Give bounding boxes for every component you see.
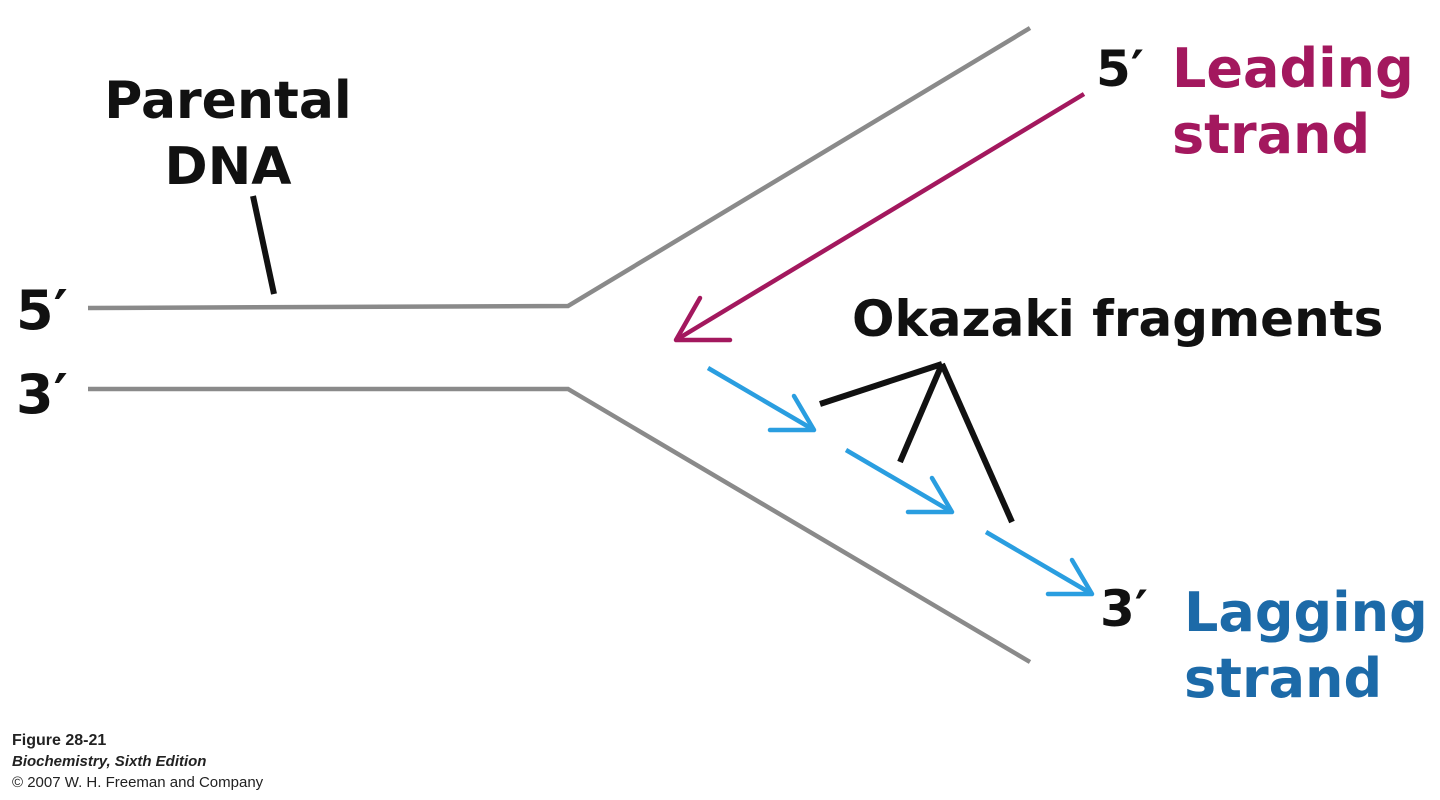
parental-strand-bottom (88, 386, 1032, 664)
leading-label-line2: strand (1172, 103, 1371, 166)
leading-strand-arrow (673, 92, 1086, 343)
left-five-prime-label: 5′ (16, 279, 68, 342)
caption-figure-number: Figure 28-21 (12, 732, 107, 749)
okazaki-fragments-label: Okazaki fragments (852, 290, 1384, 348)
lagging-label-line1: Lagging (1184, 581, 1428, 644)
caption-book-title: Biochemistry, Sixth Edition (12, 753, 207, 770)
parental-dna-label: Parental DNA (100, 68, 356, 200)
parental-label-line1: Parental (104, 71, 352, 131)
parental-pointer-line (250, 195, 277, 295)
figure-caption: Figure 28-21 Biochemistry, Sixth Edition… (12, 730, 263, 793)
left-three-prime-label: 3′ (16, 363, 68, 426)
okazaki-pointer-lines (819, 361, 1015, 524)
lagging-three-prime-label: 3′ (1100, 580, 1148, 638)
parental-label-line2: DNA (164, 137, 292, 197)
okazaki-fragment-3 (984, 530, 1095, 597)
parental-strand-top (87, 26, 1032, 311)
lagging-label-line2: strand (1184, 647, 1383, 710)
leading-strand-label: Leading strand (1172, 36, 1432, 168)
okazaki-fragment-2 (844, 448, 955, 515)
caption-copyright: © 2007 W. H. Freeman and Company (12, 774, 264, 791)
leading-five-prime-label: 5′ (1096, 40, 1144, 98)
okazaki-fragment-1 (706, 366, 817, 433)
leading-label-line1: Leading (1172, 37, 1414, 100)
lagging-strand-label: Lagging strand (1184, 580, 1434, 712)
